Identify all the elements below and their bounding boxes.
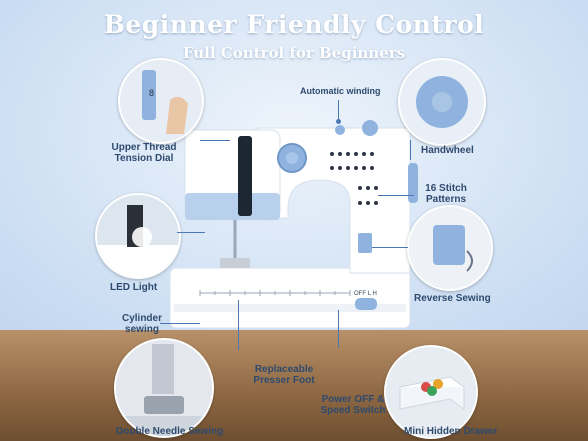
leader-power [338,310,339,348]
power-line2: Speed Switch [320,405,386,416]
wooden-table [0,330,588,441]
label-led-light: LED Light [110,282,157,293]
tension-dial-photo: 8 [118,58,204,144]
label-upper-thread: Upper Thread Tension Dial [108,142,180,164]
label-double-needle: Double Needle Sewing [116,426,223,437]
label-handwheel: Handwheel [421,145,474,156]
sewing-machine-illustration [169,120,418,329]
upper-thread-line1: Upper Thread [111,142,177,153]
led-light-photo [95,193,181,279]
double-needle-photo [114,338,214,438]
leader-stitch [378,195,414,196]
cylinder-line1: Cylinder [121,313,162,324]
leader-automatic-winding [338,100,339,122]
leader-reverse [372,247,408,248]
leader-handwheel [410,140,411,160]
reverse-sewing-text: Reverse Sewing [414,293,491,304]
dial-number: 8 [149,88,155,98]
cylinder-line2: sewing [125,324,159,335]
reverse-lever-photo [407,205,493,291]
power-line1: Power OFF & [321,394,385,405]
label-mini-drawer: Mini Hidden Drawer [404,426,497,437]
leader-dot-winding [336,119,341,124]
mini-drawer-photo [384,345,478,439]
label-stitch-patterns: 16 Stitch Patterns [416,183,476,205]
page-title: Beginner Friendly Control [103,10,485,39]
automatic-winding-text: Automatic winding [300,86,381,96]
label-power-switch: Power OFF & Speed Switch [318,394,388,416]
leader-cylinder [160,323,200,324]
speed-switch-text: OFF L H [354,291,377,297]
label-reverse-sewing: Reverse Sewing [414,293,491,304]
upper-thread-line2: Tension Dial [114,153,174,164]
label-cylinder-sewing: Cylinder sewing [118,313,166,335]
leader-presser [238,300,239,350]
handwheel-photo [398,58,486,146]
handwheel-text: Handwheel [421,145,474,156]
leader-led [177,232,205,233]
leader-tension [200,140,230,141]
double-needle-text: Double Needle Sewing [116,426,224,437]
presser-line2: Presser Foot [253,375,315,386]
page-subtitle: Full Control for Beginners [182,44,406,62]
label-automatic-winding: Automatic winding [300,86,381,97]
stitch-patterns-line2: Patterns [425,194,466,205]
stitch-patterns-line1: 16 Stitch [425,183,467,194]
presser-line1: Replaceable [254,364,314,375]
mini-drawer-text: Mini Hidden Drawer [404,426,498,437]
label-presser-foot: Replaceable Presser Foot [250,364,318,386]
led-light-text: LED Light [110,282,158,293]
